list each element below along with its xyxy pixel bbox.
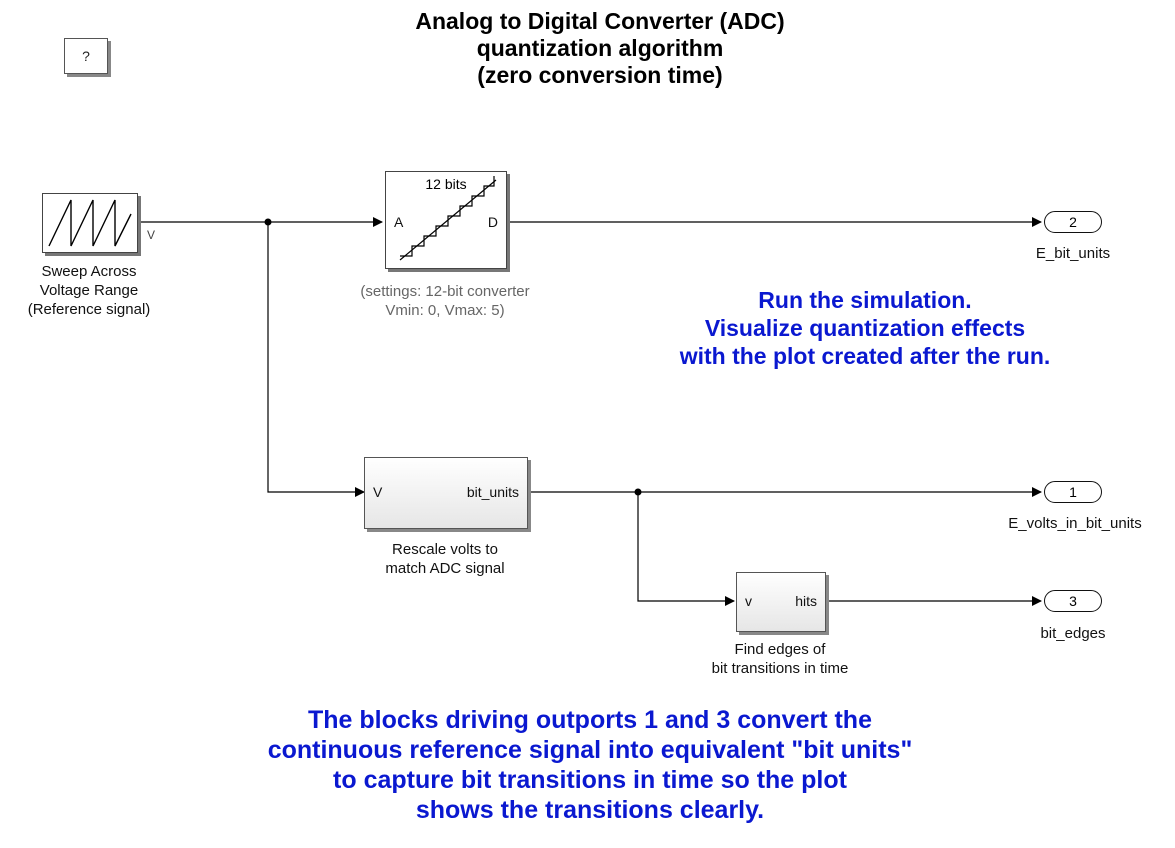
adc-block-label: (settings: 12-bit converter Vmin: 0, Vma…: [360, 283, 530, 319]
help-button[interactable]: ?: [64, 38, 108, 74]
outport-2-name: E_bit_units: [1035, 245, 1111, 262]
edges-block-label: Find edges of bit transitions in time: [711, 641, 849, 677]
rescale-block[interactable]: V bit_units: [364, 457, 528, 529]
sweep-source-block[interactable]: [42, 193, 138, 253]
adc-block[interactable]: 12 bits A D: [385, 171, 507, 269]
outport-1-name: E_volts_in_bit_units: [1008, 515, 1142, 532]
branch-point-rescale: [634, 488, 642, 496]
rescale-block-label: Rescale volts to match ADC signal: [385, 541, 505, 577]
adc-port-out: D: [487, 214, 498, 230]
explanation-note: The blocks driving outports 1 and 3 conv…: [267, 706, 913, 824]
rescale-port-in: V: [373, 484, 383, 500]
wire-rescale-to-edges: [637, 492, 735, 606]
rescale-port-out: bit_units: [466, 484, 519, 500]
diagram-title: Analog to Digital Converter (ADC) quanti…: [415, 8, 785, 88]
wire-sweep-to-rescale: [267, 222, 365, 497]
find-edges-block[interactable]: v hits: [736, 572, 826, 632]
branch-point-sweep: [264, 218, 272, 226]
outport-2[interactable]: 2: [1044, 211, 1102, 233]
sweep-port-label: V: [147, 228, 156, 242]
adc-port-in: A: [394, 214, 404, 230]
adc-bits-label: 12 bits: [425, 176, 467, 192]
outport-3[interactable]: 3: [1044, 590, 1102, 612]
run-simulation-note: Run the simulation. Visualize quantizati…: [679, 287, 1051, 369]
edges-port-in: v: [745, 593, 752, 609]
sweep-block-label: Sweep Across Voltage Range (Reference si…: [27, 263, 151, 318]
sawtooth-icon: [48, 199, 132, 247]
staircase-icon: [399, 176, 497, 261]
outport-3-name: bit_edges: [1040, 625, 1106, 642]
edges-port-out: hits: [795, 593, 817, 609]
outport-1[interactable]: 1: [1044, 481, 1102, 503]
